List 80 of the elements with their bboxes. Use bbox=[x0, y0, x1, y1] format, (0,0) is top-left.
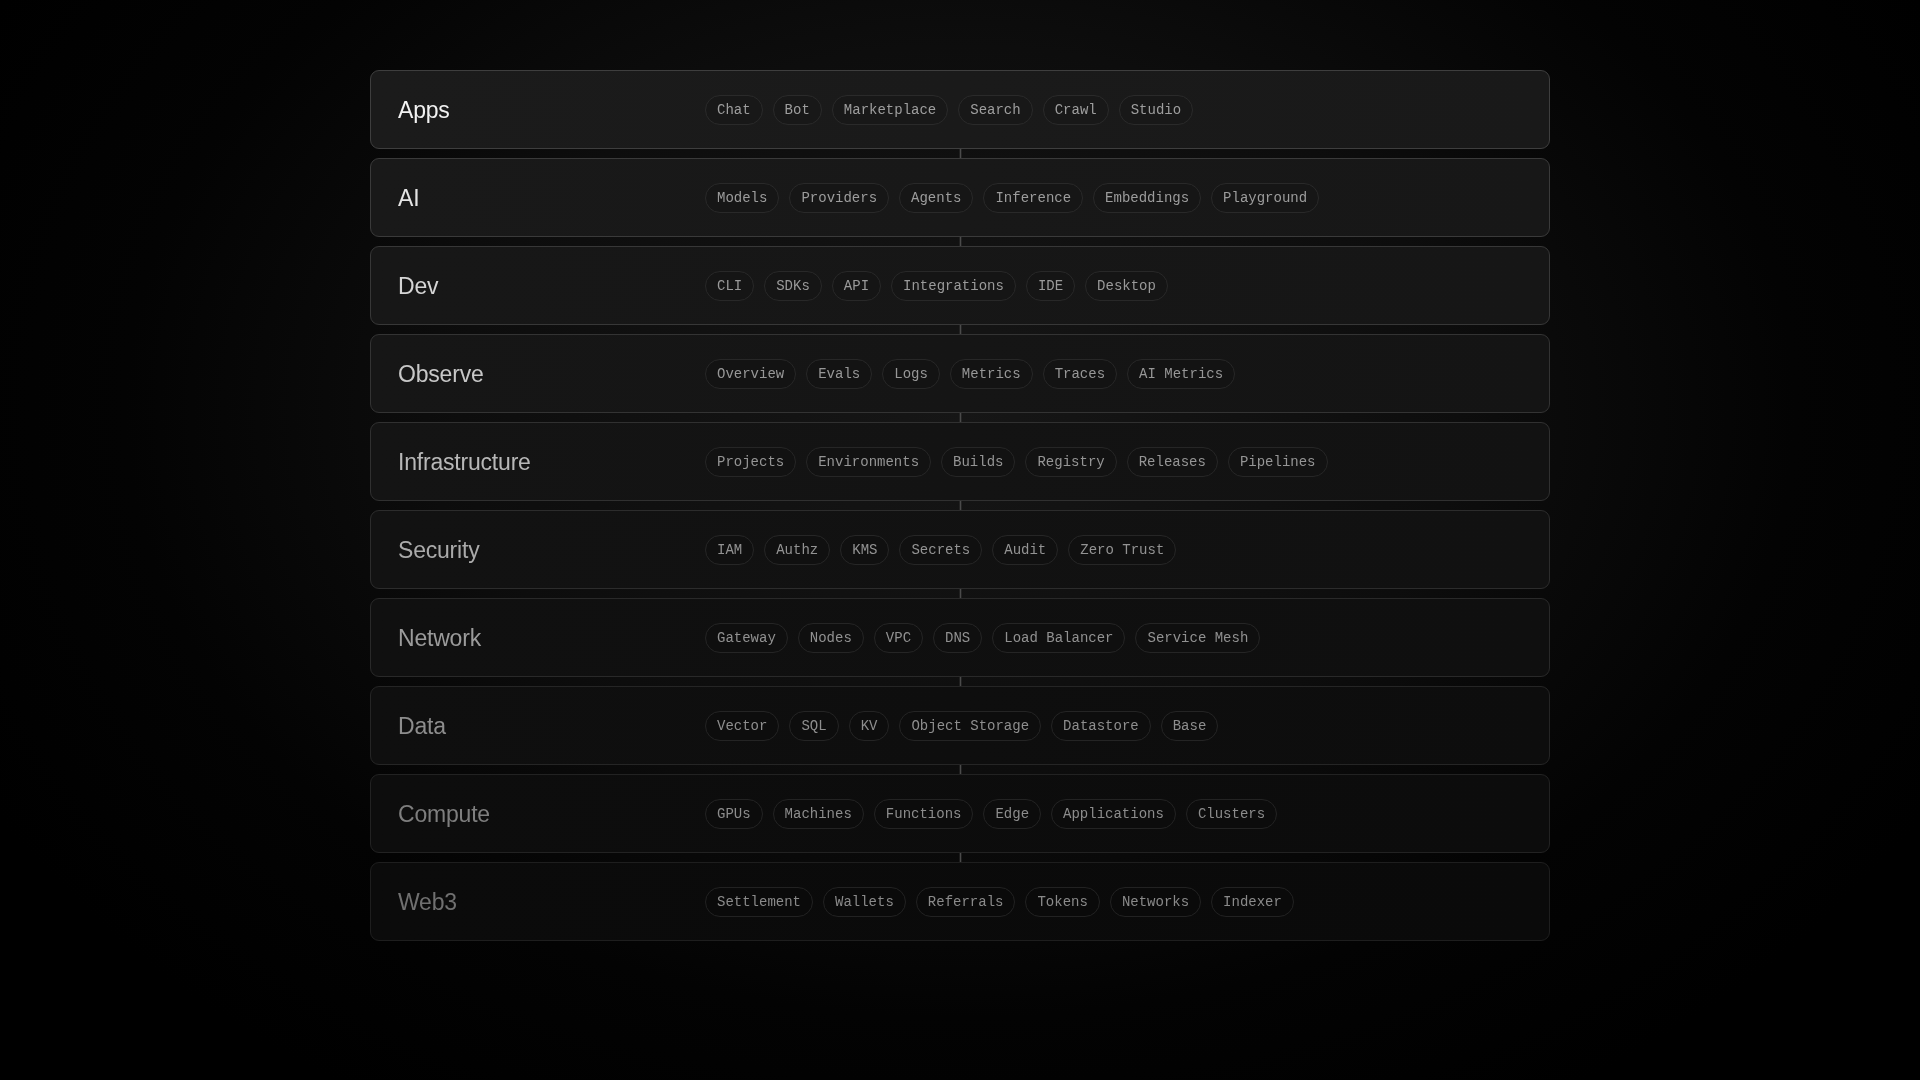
feature-tag: Datastore bbox=[1051, 710, 1151, 741]
feature-tag: Zero Trust bbox=[1068, 534, 1177, 565]
layer-title: Observe bbox=[398, 359, 484, 388]
feature-tag: Functions bbox=[873, 798, 974, 829]
feature-tag: AI Metrics bbox=[1127, 358, 1236, 389]
layer-panel bbox=[370, 598, 1550, 677]
feature-tag: Releases bbox=[1126, 446, 1218, 477]
layer-panel bbox=[370, 774, 1550, 853]
feature-tag: Clusters bbox=[1185, 798, 1278, 829]
layer-panel bbox=[370, 334, 1550, 413]
feature-tag: GPUs bbox=[705, 798, 763, 829]
feature-tag: DNS bbox=[933, 622, 983, 653]
feature-tag: Object Storage bbox=[899, 710, 1042, 741]
layer-title: Web3 bbox=[398, 887, 457, 916]
feature-tag: KV bbox=[848, 710, 890, 741]
feature-tag: Agents bbox=[899, 182, 974, 213]
feature-tag: Settlement bbox=[705, 886, 813, 917]
feature-tag: Environments bbox=[806, 446, 932, 477]
feature-tag: Search bbox=[958, 94, 1033, 125]
layer-title: Compute bbox=[398, 799, 490, 828]
feature-tag: Networks bbox=[1109, 886, 1202, 917]
layer-title: AI bbox=[398, 183, 420, 212]
feature-tag: Tokens bbox=[1025, 886, 1100, 917]
feature-tag: CLI bbox=[705, 270, 755, 301]
layer-title: Dev bbox=[398, 271, 439, 300]
feature-tag: Edge bbox=[983, 798, 1042, 829]
feature-tag: API bbox=[831, 270, 882, 301]
feature-tag: Inference bbox=[983, 182, 1084, 213]
feature-tag: Providers bbox=[789, 182, 890, 213]
feature-tag: Playground bbox=[1211, 182, 1320, 213]
feature-tag: Bot bbox=[772, 94, 822, 125]
feature-tag: Projects bbox=[705, 446, 797, 477]
feature-tag: Referrals bbox=[915, 886, 1016, 917]
layer-title: Infrastructure bbox=[398, 447, 531, 476]
layer-panel bbox=[370, 686, 1550, 765]
feature-tag: Crawl bbox=[1042, 94, 1109, 125]
layer-panel bbox=[370, 510, 1550, 589]
layer-panel bbox=[370, 246, 1550, 325]
feature-tag: Marketplace bbox=[831, 94, 949, 125]
feature-tag: Authz bbox=[764, 534, 831, 565]
layer-title: Security bbox=[398, 535, 480, 564]
feature-tag: Overview bbox=[705, 358, 797, 389]
feature-tag: Load Balancer bbox=[992, 622, 1126, 653]
feature-tag: Evals bbox=[806, 358, 873, 389]
feature-tag: IDE bbox=[1025, 270, 1076, 301]
feature-tag: Integrations bbox=[891, 270, 1016, 301]
feature-tag: Logs bbox=[882, 358, 940, 389]
feature-tag: SDKs bbox=[764, 270, 822, 301]
feature-tag: KMS bbox=[840, 534, 890, 565]
layer-panel bbox=[370, 70, 1550, 149]
layer-panel bbox=[370, 862, 1550, 941]
feature-tag: Machines bbox=[772, 798, 864, 829]
feature-tag: Vector bbox=[705, 710, 780, 741]
feature-tag: Applications bbox=[1051, 798, 1176, 829]
layer-panel bbox=[370, 422, 1550, 501]
feature-tag: SQL bbox=[789, 710, 839, 741]
feature-tag: Base bbox=[1160, 710, 1219, 741]
feature-tag: Studio bbox=[1118, 94, 1194, 125]
layer-title: Apps bbox=[398, 95, 450, 124]
feature-tag: Secrets bbox=[899, 534, 983, 565]
feature-tag: VPC bbox=[873, 622, 924, 653]
feature-tag: Service Mesh bbox=[1135, 622, 1261, 653]
feature-tag: IAM bbox=[705, 534, 755, 565]
feature-tag: Audit bbox=[992, 534, 1059, 565]
feature-tag: Desktop bbox=[1085, 270, 1168, 301]
feature-tag: Pipelines bbox=[1227, 446, 1328, 477]
feature-tag: Embeddings bbox=[1093, 182, 1202, 213]
feature-tag: Traces bbox=[1042, 358, 1118, 389]
layer-title: Data bbox=[398, 711, 446, 740]
feature-tag: Wallets bbox=[823, 886, 906, 917]
feature-tag: Gateway bbox=[705, 622, 788, 653]
feature-tag: Chat bbox=[705, 94, 763, 125]
feature-tag: Builds bbox=[941, 446, 1016, 477]
layer-title: Network bbox=[398, 623, 481, 652]
feature-tag: Nodes bbox=[797, 622, 864, 653]
layer-panel bbox=[370, 158, 1550, 237]
feature-tag: Registry bbox=[1025, 446, 1117, 477]
feature-tag: Models bbox=[705, 182, 780, 213]
feature-tag: Metrics bbox=[949, 358, 1033, 389]
feature-tag: Indexer bbox=[1211, 886, 1294, 917]
